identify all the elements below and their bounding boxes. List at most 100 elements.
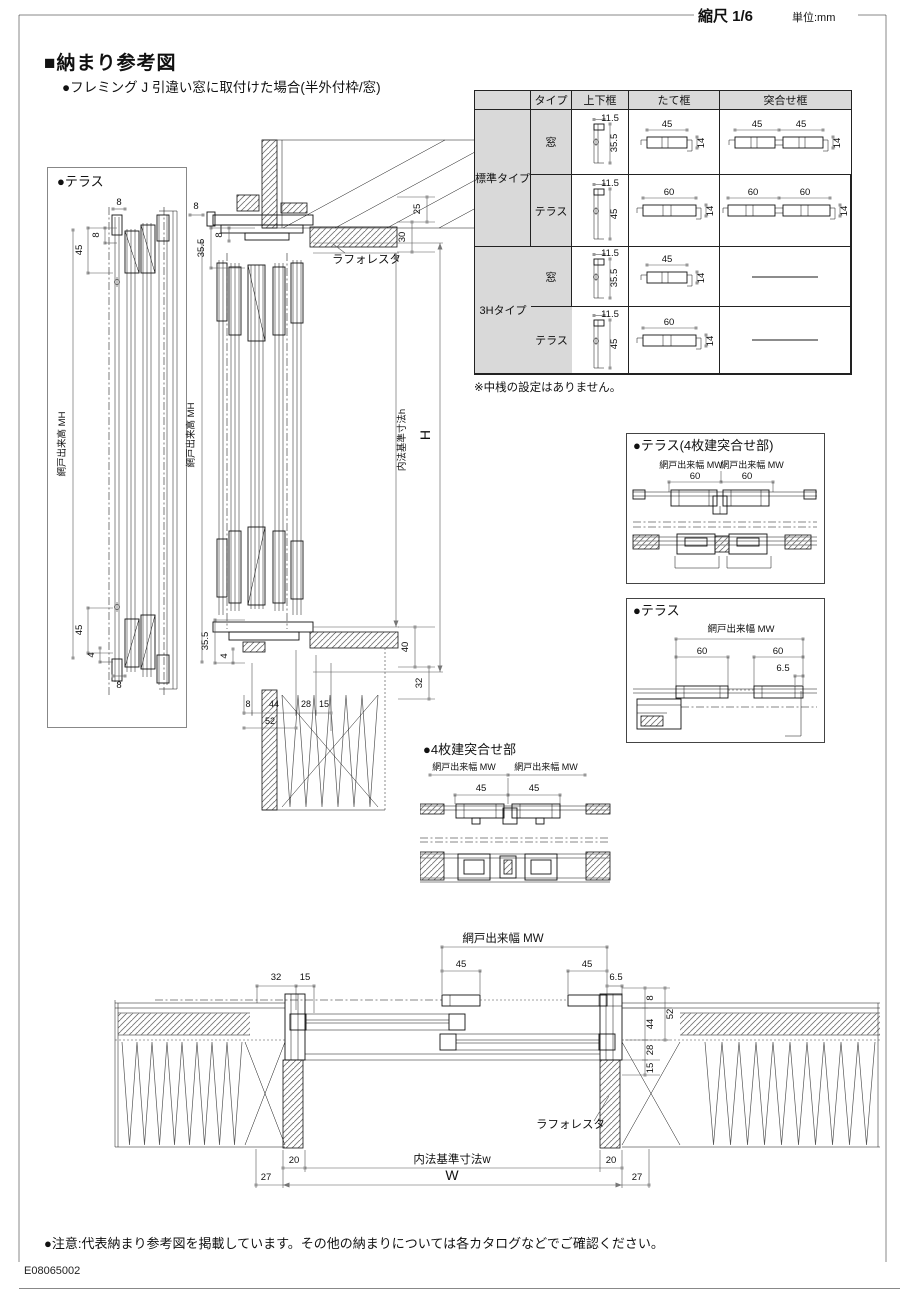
dim-bottom-45: 45 <box>74 625 85 636</box>
dim-jh: 45 <box>609 339 620 350</box>
bottom-dimensions: 20 内法基準寸法w 20 27 W 27 <box>254 1149 651 1188</box>
col-header-joge: 上下框 <box>572 91 629 110</box>
lower-rail-section <box>420 851 611 883</box>
tate-profile-svg: 45 14 <box>640 254 707 287</box>
dim-sa: 45 <box>751 119 762 130</box>
terrace-section-title: ●テラス <box>57 174 104 189</box>
terrace-panel: ●テラス 網戸出来幅 MW 60 60 6.5 <box>626 598 825 743</box>
unit-label: 単位:mm <box>792 12 836 24</box>
dim-jw: 11.5 <box>601 248 619 259</box>
profile-tsuki-std-terrace: 60 60 14 <box>720 175 851 247</box>
terrace-drawing: ●テラス 網戸出来幅 MW 60 60 6.5 <box>633 603 817 737</box>
dim-sb: 45 <box>795 119 806 130</box>
dim-27b: 27 <box>632 1172 643 1183</box>
footer-notice: ●注意:代表納まり参考図を掲載しています。その他の納まりについては各カタログなど… <box>44 1236 664 1251</box>
row-type-mado: 窓 <box>531 110 572 175</box>
terrace-4panel-panel: ●テラス(4枚建突合せ部) 網戸出来幅 MW 網戸出来幅 MW 60 60 <box>626 433 825 584</box>
dim-sh: 14 <box>839 206 850 217</box>
window-frame-plan <box>155 993 623 1149</box>
upper-rail-section <box>420 803 611 825</box>
terrace-4panel-drawing: ●テラス(4枚建突合せ部) 網戸出来幅 MW 網戸出来幅 MW 60 60 <box>632 438 817 569</box>
left-wall <box>114 1000 286 1148</box>
dim-45b: 45 <box>529 783 540 794</box>
profile-tsuki-std-mado: 45 45 14 <box>720 110 851 175</box>
tate-profile-svg: 60 14 <box>636 187 716 220</box>
tsuki-profile-svg: 45 45 14 <box>728 119 843 152</box>
dim-27a: 27 <box>261 1172 272 1183</box>
dim-r8: 8 <box>645 995 656 1000</box>
joge-profile-svg: 11.5 45 <box>592 309 620 370</box>
screen-height-label: 網戸出来高 MH <box>56 411 68 476</box>
dim-45a: 45 <box>456 959 467 970</box>
dim-65: 6.5 <box>609 972 622 983</box>
profile-joge-3h-mado: 11.5 35.5 <box>572 247 629 307</box>
dim-th: 14 <box>696 273 707 284</box>
tsuki-profile-svg: 60 60 14 <box>722 187 850 220</box>
col-header-tsuki: 突合せ框 <box>720 91 851 110</box>
dim-tw: 45 <box>662 254 673 265</box>
tate-profile-svg: 60 14 <box>636 317 716 350</box>
profile-tate-std-mado: 45 14 <box>629 110 720 175</box>
mw-label-1: 網戸出来幅 MW <box>432 761 496 772</box>
dim-sa: 60 <box>748 187 759 198</box>
col-header-tate: たて框 <box>629 91 720 110</box>
top-dimensions: 網戸出来幅 MW 45 45 6.5 32 15 <box>255 931 624 1013</box>
right-side-dimensions: 8 44 28 15 52 <box>622 986 676 1077</box>
width-W-label: W <box>445 1167 459 1183</box>
upper-rail-section <box>632 489 817 515</box>
mw-label-1: 網戸出来幅 MW <box>659 459 723 470</box>
dim-60a: 60 <box>697 646 708 657</box>
dash-svg <box>752 339 818 341</box>
table-note: ※中桟の設定はありません。 <box>474 382 622 394</box>
col-header-type: タイプ <box>531 91 572 110</box>
row-type-terrace: テラス <box>531 175 572 247</box>
4panel-butt-joint-drawing: ●4枚建突合せ部 網戸出来幅 MW 網戸出来幅 MW 45 45 <box>420 742 611 883</box>
document-code: E08065002 <box>24 1265 81 1277</box>
dim-45b: 45 <box>582 959 593 970</box>
4panel-title: ●4枚建突合せ部 <box>423 742 516 757</box>
frame-size-table: タイプ 上下框 たて框 突合せ框 標準タイプ 窓 11.5 35.5 <box>474 90 852 375</box>
dim-jw: 11.5 <box>601 309 619 320</box>
dim-jh: 35.5 <box>609 134 620 153</box>
dash-svg <box>752 276 818 278</box>
row-type-terrace-3h: テラス <box>531 307 572 374</box>
dim-tw: 60 <box>664 317 675 328</box>
dim-jw: 11.5 <box>601 113 619 124</box>
dim-r28: 28 <box>645 1045 656 1056</box>
dim-tw: 45 <box>662 119 673 130</box>
dim-20a: 20 <box>289 1155 300 1166</box>
table-corner-cell <box>475 91 531 110</box>
dim-th: 14 <box>696 138 707 149</box>
mw-label-2: 網戸出来幅 MW <box>720 459 784 470</box>
dim-60b: 60 <box>742 471 753 482</box>
dim-th: 14 <box>705 336 716 347</box>
profile-tate-3h-mado: 45 14 <box>629 247 720 307</box>
dim-th: 14 <box>705 206 716 217</box>
laforesta-label: ラフォレスタ <box>536 1118 605 1131</box>
profile-tate-std-terrace: 60 14 <box>629 175 720 247</box>
mw-label-2: 網戸出来幅 MW <box>514 761 578 772</box>
border-lines <box>18 14 900 1289</box>
inner-width-label: 内法基準寸法w <box>413 1152 491 1166</box>
profile-joge-3h-terrace: 11.5 45 <box>572 307 629 374</box>
dim-65: 6.5 <box>776 663 789 674</box>
profile-joge-std-mado: 11.5 35.5 <box>572 110 629 175</box>
terrace-rail-section <box>633 685 817 737</box>
lower-rail-section <box>632 533 817 569</box>
joge-profile-svg: 11.5 35.5 <box>592 248 620 300</box>
dim-top-45: 45 <box>74 245 85 256</box>
terrace-title: ●テラス <box>633 603 680 618</box>
screen-frame-section <box>108 207 178 695</box>
joge-profile-svg: 11.5 35.5 <box>592 113 620 165</box>
dim-60b: 60 <box>773 646 784 657</box>
mw-label: 網戸出来幅 MW <box>462 931 543 945</box>
dim-20b: 20 <box>606 1155 617 1166</box>
dim-15: 15 <box>300 972 311 983</box>
dim-r44: 44 <box>645 1019 656 1030</box>
profile-tsuki-3h-mado-none <box>720 247 851 307</box>
dim-side-8: 8 <box>91 232 102 237</box>
dim-bottom-4: 4 <box>86 652 97 657</box>
terrace-4panel-title: ●テラス(4枚建突合せ部) <box>633 438 773 453</box>
